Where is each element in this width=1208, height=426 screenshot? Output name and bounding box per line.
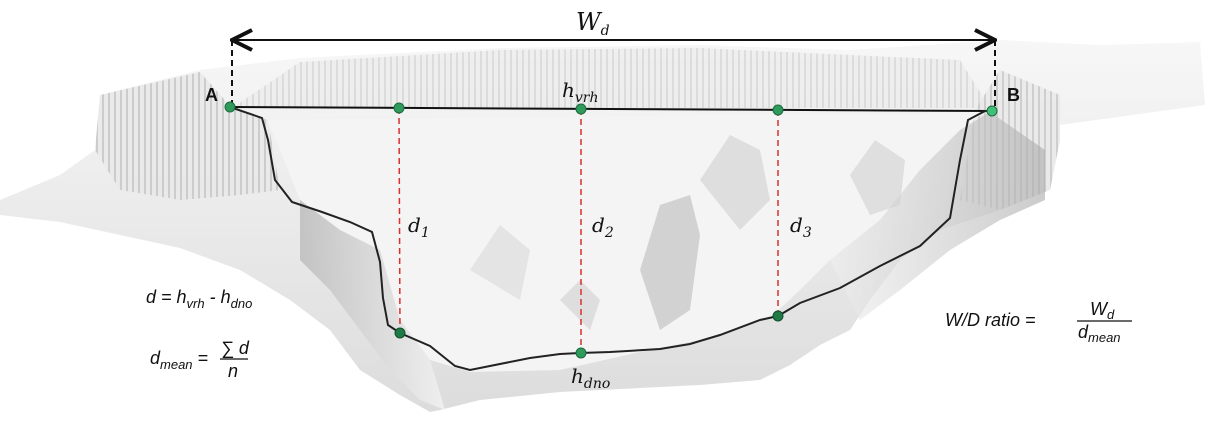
- depth-formula: d = hvrh - hdno: [146, 287, 252, 311]
- mean-denominator: n: [228, 361, 238, 381]
- depth-label-d3: d3: [790, 213, 812, 241]
- ratio-denominator: dmean: [1078, 322, 1121, 345]
- point-d3-top: [772, 104, 784, 116]
- svg-text:dmean =: dmean =: [150, 348, 208, 372]
- point-a-marker: [224, 101, 236, 113]
- point-a-label: A: [205, 85, 218, 105]
- terrain-surface: [0, 40, 1205, 412]
- mean-formula: dmean = ∑ d n: [150, 338, 250, 381]
- width-label: Wd: [576, 8, 610, 39]
- measurement-points: [224, 101, 998, 359]
- top-reference-line: [229, 106, 993, 112]
- point-b-marker: [986, 105, 998, 117]
- top-height-label: hvrh: [562, 78, 599, 106]
- svg-text:W/D ratio =: W/D ratio =: [945, 310, 1036, 330]
- depth-label-d2: d2: [592, 213, 614, 241]
- point-d2-bottom: [575, 347, 587, 359]
- bottom-height-label: hdno: [571, 364, 610, 392]
- point-b-label: B: [1007, 85, 1020, 105]
- ratio-formula: W/D ratio = Wd dmean: [945, 299, 1132, 345]
- ratio-numerator: Wd: [1090, 299, 1115, 322]
- point-d1-bottom: [394, 327, 406, 339]
- point-d1-top: [393, 102, 405, 114]
- point-d3-bottom: [772, 310, 784, 322]
- channel-profile-line: [229, 106, 992, 372]
- mean-numerator: ∑ d: [221, 338, 250, 358]
- depth-line-d1: [398, 107, 401, 334]
- depth-label-d1: d1: [408, 213, 430, 241]
- point-d2-top: [575, 103, 587, 115]
